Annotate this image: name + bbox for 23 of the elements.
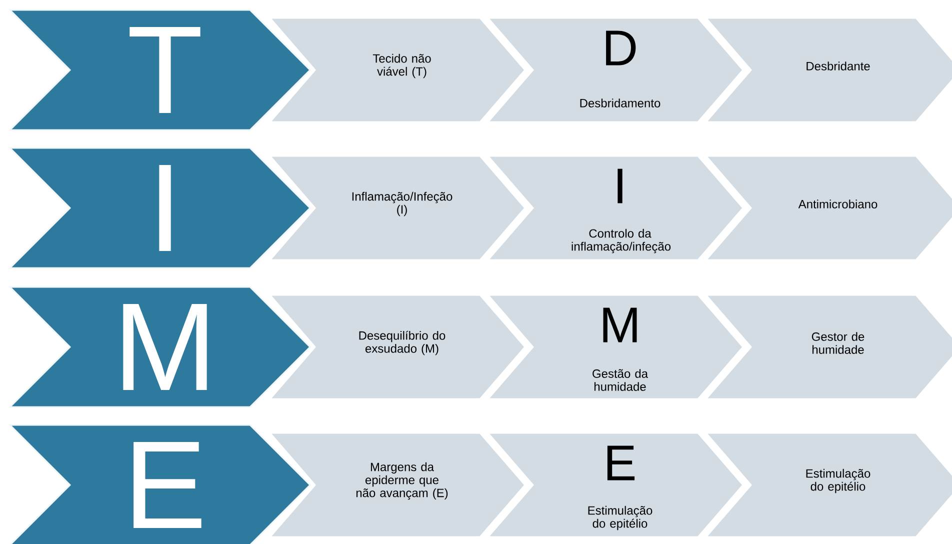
step-banner: I Controlo da inflamação/infeção <box>486 155 744 261</box>
node-label: Estimulação do epitélio <box>806 468 870 494</box>
step-banner: Estimulação do epitélio <box>704 432 952 538</box>
node-label: Desbridante <box>806 62 870 70</box>
node-label: Gestor de humidade <box>812 332 864 354</box>
step-banner: Desbridante <box>704 17 952 123</box>
step-banner: I <box>8 147 312 269</box>
step-banner: Antimicrobiano <box>704 155 952 261</box>
step-banner: Tecido não viável (T) <box>268 17 526 123</box>
node-label: Margens da epiderme que não avançam (E) <box>356 462 448 500</box>
step-banner: E <box>8 424 312 544</box>
step-banner: M Gestão da humidade <box>486 294 744 400</box>
node-label: Antimicrobiano <box>798 200 878 208</box>
step-banner: E Estimulação do epitélio <box>486 432 744 538</box>
step-banner: M <box>8 286 312 408</box>
step-banner: Gestor de humidade <box>704 294 952 400</box>
step-banner: Margens da epiderme que não avançam (E) <box>268 432 526 538</box>
step-banner: Desequilíbrio do exsudado (M) <box>268 294 526 400</box>
node-label: E <box>607 446 635 480</box>
step-banner: D Desbridamento <box>486 17 744 123</box>
step-banner: T <box>8 9 312 131</box>
node-label: Estimulação do epitélio <box>588 506 652 530</box>
step-banner: Inflamação/Infeção (I) <box>268 155 526 261</box>
